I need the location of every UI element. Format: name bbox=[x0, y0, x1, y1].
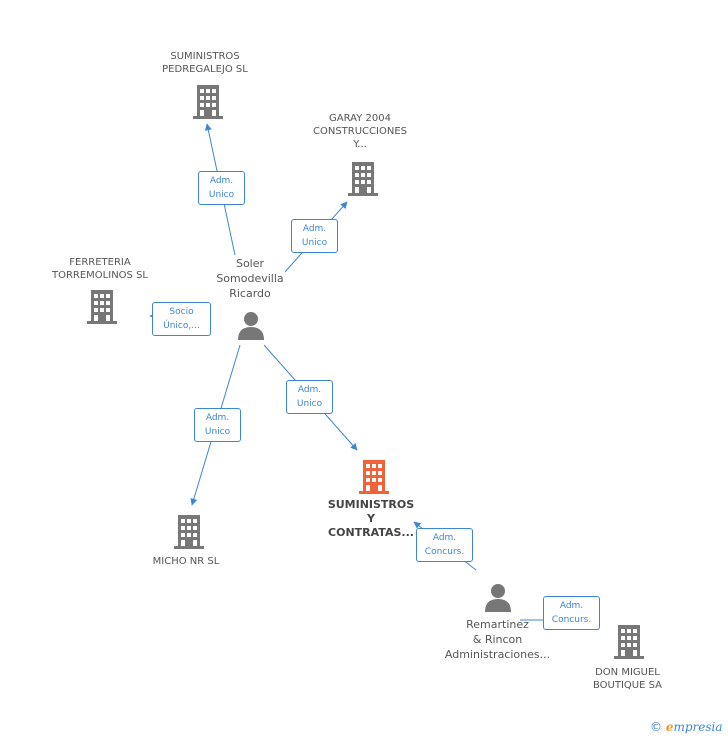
node-label-micho[interactable]: MICHO NR SL bbox=[152, 556, 220, 567]
footer-credit: © empresia bbox=[650, 720, 723, 734]
edge-badge-adm-unico[interactable]: Adm. Unico bbox=[194, 408, 241, 442]
node-label-soler[interactable]: Soler Somodevilla Ricardo bbox=[216, 257, 284, 300]
edge-badge-adm-concurs[interactable]: Adm. Concurs. bbox=[416, 528, 473, 562]
person-icon[interactable] bbox=[236, 310, 266, 340]
company-building-icon[interactable] bbox=[87, 290, 117, 324]
node-label-garay[interactable]: GARAY 2004 CONSTRUCCIONES Y... bbox=[313, 113, 407, 150]
company-building-icon[interactable] bbox=[614, 625, 644, 659]
node-label-don-miguel[interactable]: DON MIGUEL BOUTIQUE SA bbox=[593, 667, 662, 691]
edge-badge-socio-unico[interactable]: Socio Único,... bbox=[152, 302, 211, 336]
person-icon[interactable] bbox=[483, 582, 513, 612]
node-label-ferreteria[interactable]: FERRETERIA TORREMOLINOS SL bbox=[51, 257, 148, 281]
node-label-suministros-pedregalejo[interactable]: SUMINISTROS PEDREGALEJO SL bbox=[162, 51, 248, 75]
copyright-symbol: © bbox=[650, 720, 662, 734]
company-building-icon[interactable] bbox=[359, 460, 389, 494]
edge-badge-adm-unico[interactable]: Adm. Unico bbox=[286, 380, 333, 414]
node-label-suministros-contratas[interactable]: SUMINISTROS Y CONTRATAS... bbox=[327, 498, 415, 539]
edge-badge-adm-unico[interactable]: Adm. Unico bbox=[291, 219, 338, 253]
company-building-icon[interactable] bbox=[174, 515, 204, 549]
empresia-logo[interactable]: empresia bbox=[665, 720, 723, 734]
edge-badge-adm-concurs[interactable]: Adm. Concurs. bbox=[543, 596, 600, 630]
edge-badge-adm-unico[interactable]: Adm. Unico bbox=[198, 171, 245, 205]
company-building-icon[interactable] bbox=[193, 85, 223, 119]
company-building-icon[interactable] bbox=[348, 162, 378, 196]
node-label-remartinez[interactable]: Remartinez & Rincon Administraciones... bbox=[444, 618, 551, 661]
